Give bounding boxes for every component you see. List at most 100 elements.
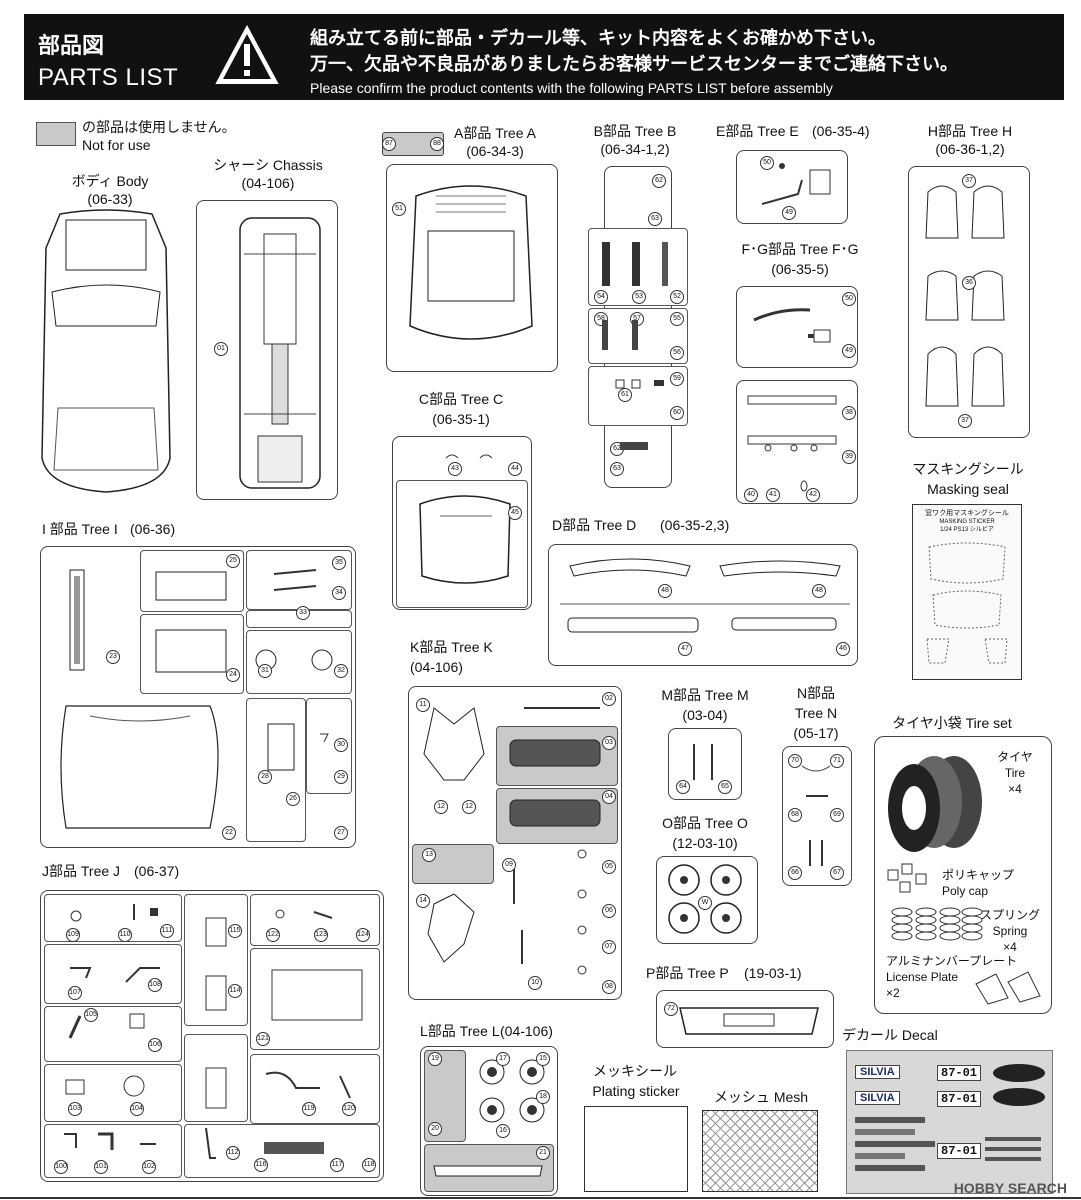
decal-graphics-drawing: [993, 1064, 1045, 1106]
tree-i-label: I 部品 Tree I: [42, 521, 118, 537]
part-number: 03: [602, 736, 616, 750]
front-bumper-drawing: [679, 1007, 819, 1035]
part-number: 101: [94, 1160, 108, 1174]
part-number: 121: [256, 1032, 270, 1046]
tree-l-parts-drawing: [433, 1059, 545, 1177]
part-number: 60: [670, 406, 684, 420]
part-number: 38: [842, 406, 856, 420]
part-number: 30: [334, 738, 348, 752]
part-number: 63: [610, 462, 624, 476]
part-number: 110: [118, 928, 132, 942]
part-number: 103: [68, 1102, 82, 1116]
car-body-drawing: [41, 209, 171, 493]
part-number: 106: [148, 1038, 162, 1052]
license-plate-drawing: [975, 971, 1041, 1005]
part-number: 01: [214, 342, 228, 356]
polycap-label-ja: ポリキャップ: [942, 868, 1015, 882]
part-number: 111: [160, 924, 174, 938]
tree-j-panel: [44, 944, 182, 1004]
masking-sheet-title: 窓ワク用マスキングシール: [925, 510, 1009, 517]
part-number: 20: [428, 1122, 442, 1136]
body-label: ボディ Body: [71, 173, 149, 189]
masking-shapes-drawing: [926, 542, 1008, 664]
part-number: 37: [962, 174, 976, 188]
masking-sheet-sub: MASKING STICKER: [939, 519, 995, 525]
chassis-code: (04-106): [241, 175, 295, 191]
body-code: (06-33): [87, 191, 133, 207]
part-number: 54: [594, 290, 608, 304]
tree-d-code: (06-35-2,3): [660, 517, 730, 533]
tire-drawing: [888, 756, 982, 852]
not-for-use-swatch: [36, 122, 76, 146]
tree-n-label-2: Tree N: [794, 705, 838, 721]
part-number: 12: [462, 800, 476, 814]
part-number: 35: [332, 556, 346, 570]
part-number: 71: [830, 754, 844, 768]
title-ja: 部品図: [38, 34, 105, 59]
part-number: 05: [602, 860, 616, 874]
plating-label-ja: メッキシール: [593, 1063, 677, 1079]
tree-p-label: P部品 Tree P: [646, 965, 729, 981]
tree-i-parts-drawing: [60, 569, 333, 829]
tree-a-code: (06-34-3): [466, 143, 524, 159]
part-number: 123: [314, 928, 328, 942]
part-number: 56: [670, 346, 684, 360]
part-number: 48: [658, 584, 672, 598]
part-number: 46: [836, 642, 850, 656]
tree-a-label: A部品 Tree A: [454, 125, 536, 141]
masking-label-ja: マスキングシール: [912, 461, 1024, 477]
part-number: 109: [66, 928, 80, 942]
tree-c-parts-drawing: [419, 454, 511, 584]
part-number: 23: [106, 650, 120, 664]
part-number: 63: [648, 212, 662, 226]
warning-line-1: 組み立てる前に部品・デカール等、キット内容をよくお確かめ下さい。: [310, 28, 886, 49]
tree-k-code: (04-106): [410, 659, 463, 675]
part-number: 26: [286, 792, 300, 806]
part-number: 66: [788, 866, 802, 880]
seats-drawing: [925, 185, 1005, 407]
part-number: 114: [228, 984, 242, 998]
part-number: 107: [68, 986, 82, 1000]
part-number: 43: [448, 462, 462, 476]
part-number: 52: [670, 290, 684, 304]
part-number: 45: [508, 506, 522, 520]
polycap-label-en: Poly cap: [942, 884, 989, 898]
spring-qty: ×4: [1003, 940, 1017, 954]
tree-k-label: K部品 Tree K: [410, 639, 493, 655]
tree-m-label: M部品 Tree M: [661, 687, 749, 703]
part-number: 119: [302, 1102, 316, 1116]
part-number: 39: [842, 450, 856, 464]
part-number: 48: [812, 584, 826, 598]
part-number: 50: [842, 292, 856, 306]
tree-o-label: O部品 Tree O: [662, 815, 748, 831]
tree-n-code: (05-17): [793, 725, 839, 741]
mesh-label: メッシュ Mesh: [713, 1089, 809, 1105]
part-number: 122: [266, 928, 280, 942]
part-number: 47: [678, 642, 692, 656]
part-number: 68: [788, 808, 802, 822]
part-number: 12: [434, 800, 448, 814]
part-number: 55: [670, 312, 684, 326]
part-number: 11: [416, 698, 430, 712]
tree-i-code: (06-36): [130, 521, 176, 537]
part-number: 50: [760, 156, 774, 170]
part-number: 25: [226, 554, 240, 568]
part-number: 53: [632, 290, 646, 304]
decal-sheet: SILVIA SILVIA 87-01 87-01 87-01: [846, 1050, 1053, 1194]
tree-o-code: (12-03-10): [672, 835, 738, 851]
part-number: 10: [528, 976, 542, 990]
tree-j-parts-drawing: [64, 904, 363, 1159]
part-number: 59: [670, 372, 684, 386]
decal-plate: 87-01: [937, 1065, 982, 1081]
part-number: 14: [416, 894, 430, 908]
part-number: 49: [842, 344, 856, 358]
part-number: 41: [766, 488, 780, 502]
mesh-sheet: [702, 1110, 818, 1192]
decal-small-marks-drawing: [855, 1117, 1041, 1171]
plating-label-en: Plating sticker: [592, 1083, 680, 1099]
spring-label-en: Spring: [992, 924, 1028, 938]
part-number: 06: [602, 904, 616, 918]
part-number: 67: [830, 866, 844, 880]
part-number: 19: [428, 1052, 442, 1066]
tree-c-label: C部品 Tree C: [418, 391, 504, 407]
